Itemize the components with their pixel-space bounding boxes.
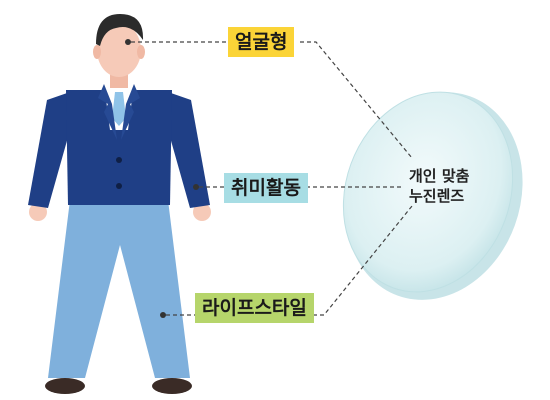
right-ear [137,45,145,59]
left-arm [28,92,70,208]
connector-lines [131,41,413,316]
right-lapel [121,84,140,140]
lifestyle-line-right [313,205,413,316]
left-lapel [98,84,117,140]
left-ear [93,45,101,59]
right-arm [168,92,210,208]
jacket-button-bottom [116,183,122,189]
lifestyle-dot [160,312,166,318]
right-hand [193,203,211,221]
contact-lens-illustration [342,91,523,300]
person-illustration [28,14,211,394]
hobby-dot [193,184,199,190]
lens-body [342,91,514,293]
trousers [48,200,190,378]
tie [112,92,126,126]
head [97,23,141,77]
jacket [66,90,172,205]
face-shape-label: 얼굴형 [228,27,295,57]
left-hand [29,203,47,221]
lifestyle-label: 라이프스타일 [195,293,314,323]
hobby-label: 취미활동 [224,173,308,203]
hair [96,14,144,46]
face-line-right [300,41,413,159]
right-shoe [152,378,192,394]
lens-title-line2: 누진렌즈 [409,187,465,205]
lens-title-line1: 개인 맞춤 [409,167,470,185]
face-dot [125,39,131,45]
jacket-button-top [116,157,122,163]
left-shoe [45,378,85,394]
